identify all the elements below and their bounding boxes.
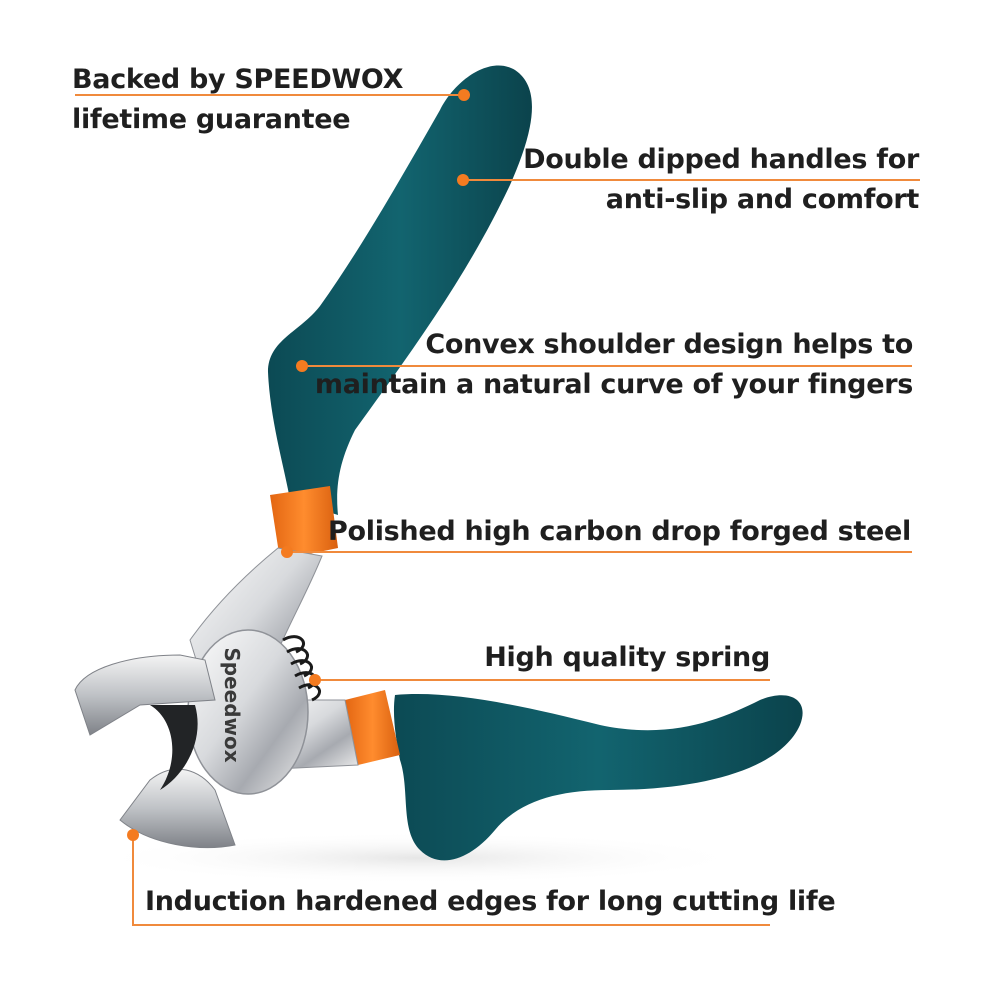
callout-line: anti-slip and comfort (605, 184, 920, 215)
callout-line: Convex shoulder design helps to (425, 329, 913, 360)
anchor-dot (281, 546, 293, 558)
callout-guarantee: Backed by SPEEDWOX lifetime guarantee (72, 60, 403, 140)
callout-leaders (75, 94, 920, 926)
callout-line: lifetime guarantee (72, 104, 351, 135)
callout-edges: Induction hardened edges for long cuttin… (145, 882, 836, 922)
anchor-dot (296, 360, 308, 372)
callout-line: Induction hardened edges for long cuttin… (145, 886, 836, 917)
pivot-body (187, 629, 309, 795)
callout-spring: High quality spring (484, 638, 770, 678)
anchor-dot (457, 174, 469, 186)
callout-line: High quality spring (484, 642, 770, 673)
callout-line: maintain a natural curve of your fingers (314, 369, 913, 400)
callout-steel: Polished high carbon drop forged steel (328, 512, 911, 552)
upper-jaw (74, 654, 216, 736)
callout-line: Backed by SPEEDWOX (72, 64, 404, 95)
callout-line: Double dipped handles for (523, 144, 919, 175)
lower-handle-sleeve (345, 690, 400, 765)
anchor-dot (309, 674, 321, 686)
lower-handle (393, 694, 803, 861)
anchor-dot (458, 89, 470, 101)
callout-handles: Double dipped handles for anti-slip and … (523, 140, 919, 220)
jaw-throat (150, 705, 198, 790)
upper-handle-sleeve (270, 486, 338, 560)
brand-stamp: Speedwox (220, 647, 244, 762)
callout-line: Polished high carbon drop forged steel (328, 516, 911, 547)
callout-shoulder: Convex shoulder design helps to maintain… (315, 325, 913, 405)
anchor-dot (127, 829, 139, 841)
floor-shadow (90, 832, 750, 884)
callout-anchors (127, 89, 470, 841)
